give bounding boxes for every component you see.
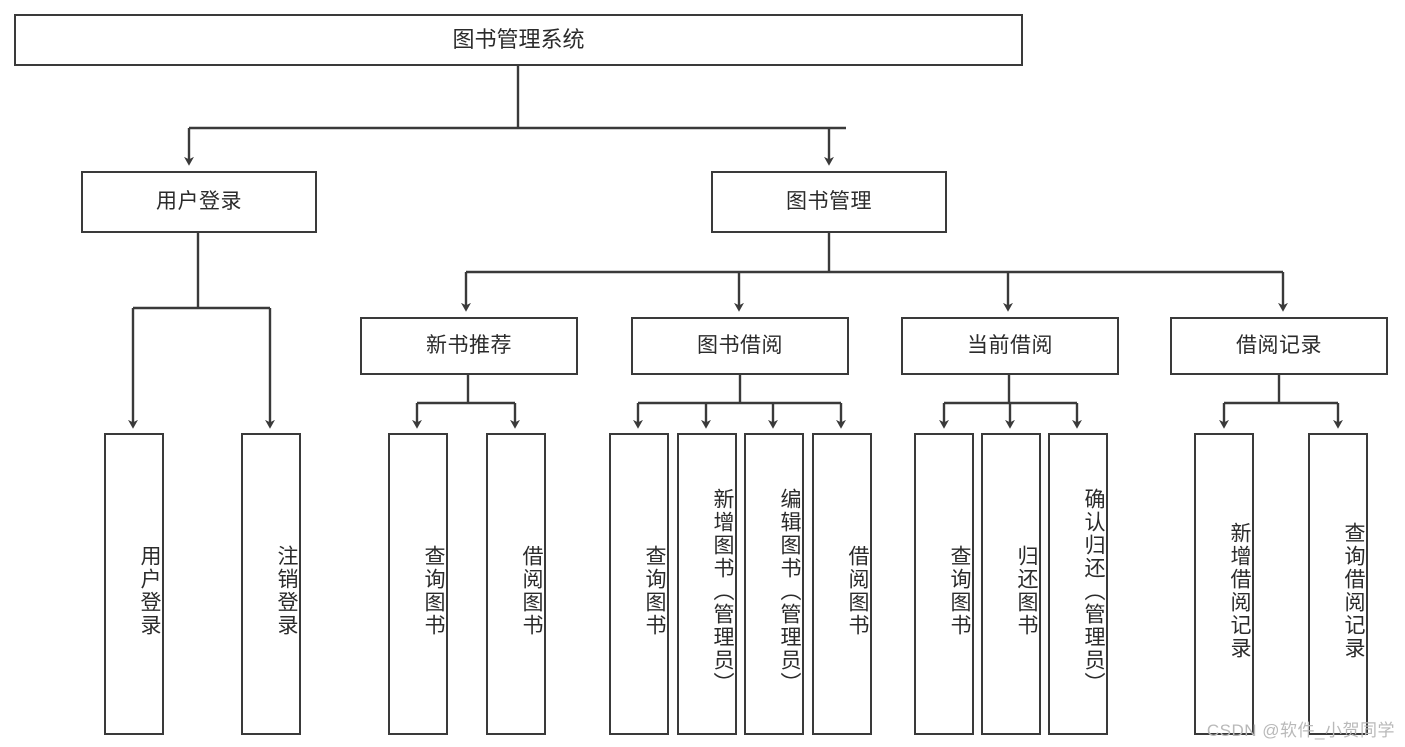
node-root-system[interactable]: 图书管理系统 — [14, 14, 1023, 66]
leaf-current-return-book[interactable]: 归还图书 — [981, 433, 1041, 735]
node-book-manage[interactable]: 图书管理 — [711, 171, 947, 233]
node-current-borrow[interactable]: 当前借阅 — [901, 317, 1119, 375]
leaf-logout[interactable]: 注销登录 — [241, 433, 301, 735]
leaf-borrow-borrow-book[interactable]: 借阅图书 — [812, 433, 872, 735]
leaf-borrow-add-book-admin[interactable]: 新增图书（管理员） — [677, 433, 737, 735]
leaf-record-query-record[interactable]: 查询借阅记录 — [1308, 433, 1368, 735]
csdn-watermark: CSDN @软件_小贺同学 — [1206, 721, 1395, 740]
node-borrow-record[interactable]: 借阅记录 — [1170, 317, 1388, 375]
leaf-borrow-query-book[interactable]: 查询图书 — [609, 433, 669, 735]
leaf-record-add-record[interactable]: 新增借阅记录 — [1194, 433, 1254, 735]
leaf-current-query-book[interactable]: 查询图书 — [914, 433, 974, 735]
leaf-user-login[interactable]: 用户登录 — [104, 433, 164, 735]
node-user-login[interactable]: 用户登录 — [81, 171, 317, 233]
leaf-borrow-edit-book-admin[interactable]: 编辑图书（管理员） — [744, 433, 804, 735]
leaf-current-confirm-return-admin[interactable]: 确认归还（管理员） — [1048, 433, 1108, 735]
node-book-borrow[interactable]: 图书借阅 — [631, 317, 849, 375]
leaf-recommend-query-book[interactable]: 查询图书 — [388, 433, 448, 735]
leaf-recommend-borrow-book[interactable]: 借阅图书 — [486, 433, 546, 735]
node-new-book-recommend[interactable]: 新书推荐 — [360, 317, 578, 375]
